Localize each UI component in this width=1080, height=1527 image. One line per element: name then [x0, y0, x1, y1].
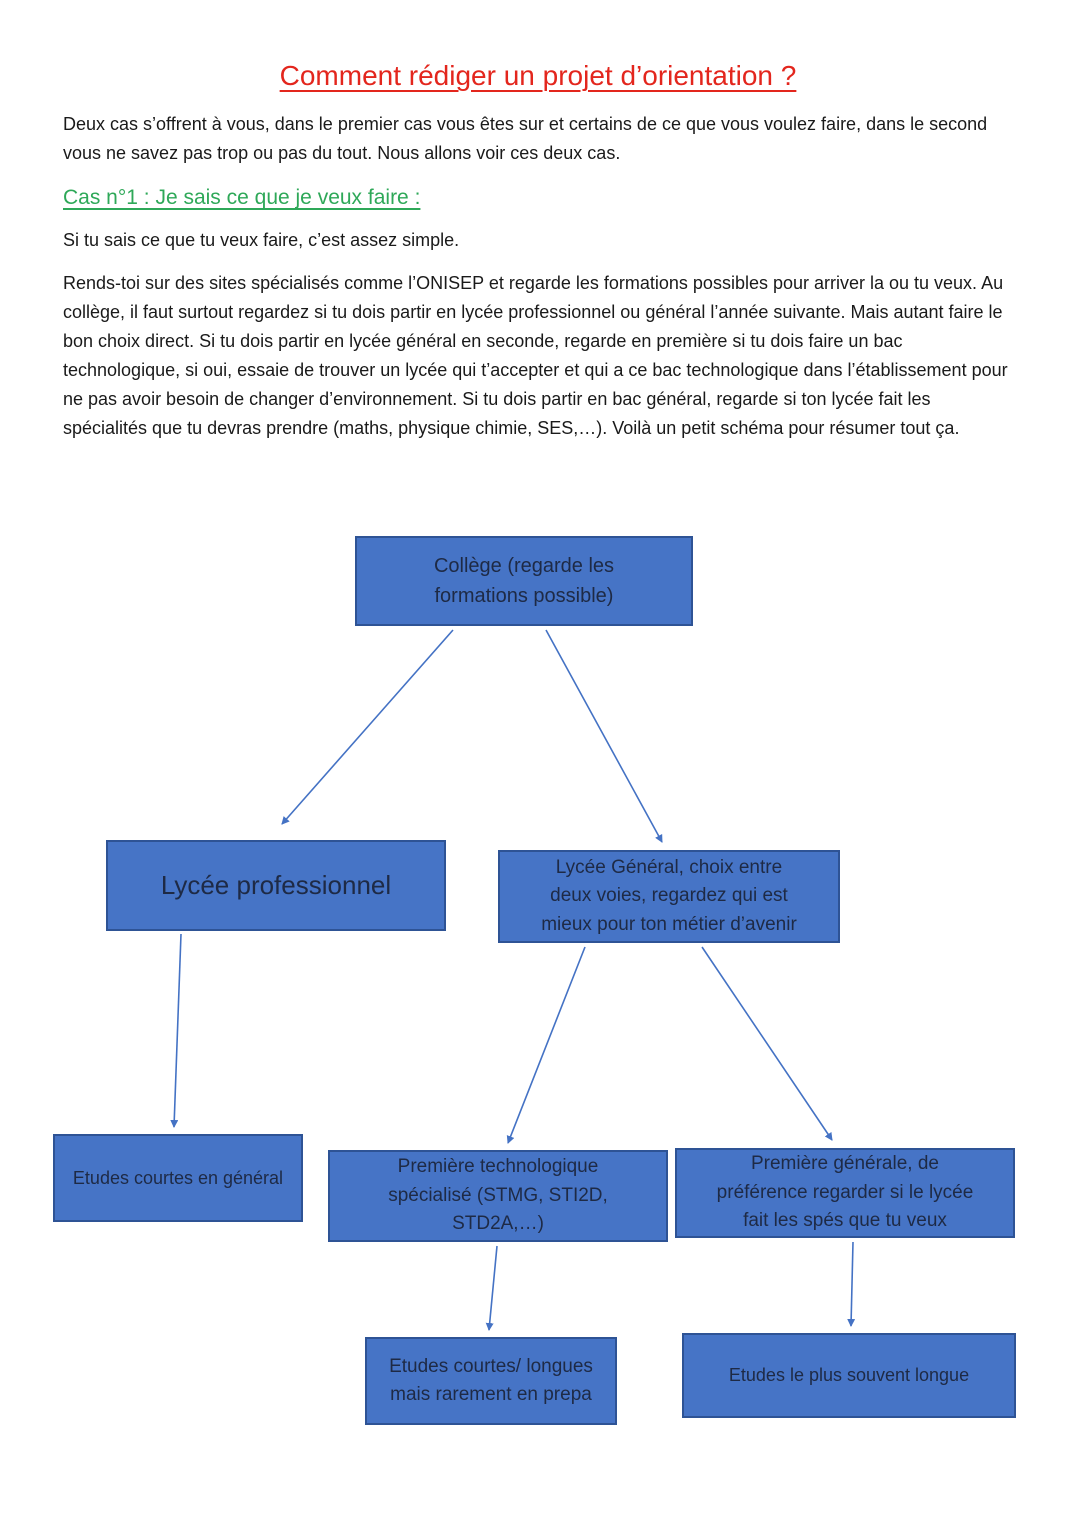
arrow-lycee-general-to-premiere-generale	[701, 946, 833, 1141]
node-college: Collège (regarde les formations possible…	[355, 536, 693, 626]
paragraph-simple: Si tu sais ce que tu veux faire, c’est a…	[63, 230, 460, 250]
node-lycee-professionnel-label: Lycée professionnel	[160, 870, 392, 900]
arrow-lycee-pro-to-etudes-courtes	[170, 933, 182, 1128]
node-etudes-longues: Etudes le plus souvent longue	[682, 1333, 1016, 1418]
arrow-premiere-techno-to-etudes-cl	[485, 1245, 498, 1331]
intro-paragraph: Deux cas s’offrent à vous, dans le premi…	[63, 114, 988, 163]
arrow-college-to-lycee-pro	[281, 629, 454, 825]
document-body: Comment rédiger un projet d’orientation …	[63, 60, 1013, 457]
node-etudes-courtes-longues: Etudes courtes/ longues mais rarement en…	[365, 1337, 617, 1425]
node-premiere-technologique: Première technologique spécialisé (STMG,…	[328, 1150, 668, 1242]
page-title: Comment rédiger un projet d’orientation …	[279, 60, 797, 91]
arrow-college-to-lycee-general	[545, 629, 663, 843]
node-etudes-longues-label: Etudes le plus souvent longue	[728, 1365, 970, 1385]
node-premiere-generale: Première générale, de préférence regarde…	[675, 1148, 1015, 1238]
section-heading-cas1: Cas n°1 : Je sais ce que je veux faire :	[63, 186, 421, 209]
node-college-label: Collège (regarde les formations possible…	[433, 555, 615, 607]
arrow-lycee-general-to-premiere-techno	[506, 946, 586, 1144]
node-lycee-general-label: Lycée Général, choix entre deux voies, r…	[541, 856, 797, 935]
node-etudes-courtes-longues-label: Etudes courtes/ longues mais rarement en…	[389, 1355, 593, 1406]
node-etudes-courtes-label: Etudes courtes en général	[72, 1167, 284, 1188]
node-premiere-technologique-label: Première technologique spécialisé (STMG,…	[388, 1156, 608, 1235]
node-lycee-general: Lycée Général, choix entre deux voies, r…	[498, 850, 840, 943]
paragraph-onisep: Rends-toi sur des sites spécialisés comm…	[63, 273, 1008, 438]
node-lycee-professionnel: Lycée professionnel	[106, 840, 446, 931]
arrow-premiere-generale-to-etudes-longues	[847, 1241, 856, 1327]
node-etudes-courtes: Etudes courtes en général	[53, 1134, 303, 1222]
node-premiere-generale-label: Première générale, de préférence regarde…	[716, 1153, 974, 1232]
